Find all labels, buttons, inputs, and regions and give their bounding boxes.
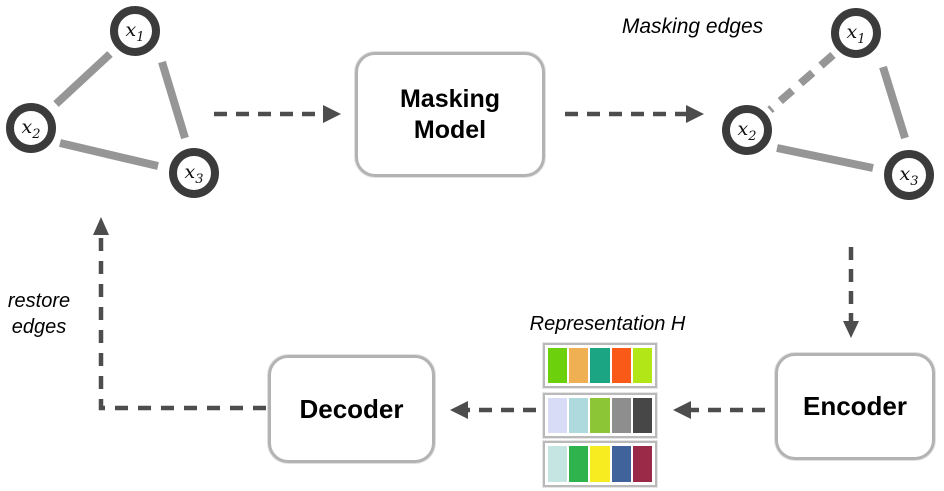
representation-row — [543, 441, 657, 487]
masked-node-x1 — [831, 8, 881, 58]
masked-edge-x1-x2-dashed — [767, 51, 836, 114]
arrowhead-down — [843, 321, 859, 338]
representation-cell — [590, 348, 610, 383]
decoder-box: Decoder — [268, 355, 435, 463]
representation-cell — [632, 398, 653, 433]
representation-cell — [569, 398, 589, 433]
representation-cell — [590, 446, 610, 482]
edge-x1-x3 — [158, 60, 189, 140]
masked-node-label-x3: x3 — [899, 163, 919, 188]
input-node-label-x1: x1 — [125, 19, 145, 44]
node-label-base: x — [125, 19, 137, 42]
representation-row — [543, 343, 657, 388]
representation-cell — [548, 398, 568, 433]
input-graph-edges — [53, 51, 189, 170]
arrow-decoder-to-input-path — [98, 234, 266, 411]
input-node-label-x2: x2 — [21, 116, 41, 141]
arrowhead-up — [93, 217, 109, 235]
representation-title: Representation H — [529, 313, 686, 335]
input-node-x3 — [169, 148, 219, 198]
edge-x1-x3 — [879, 65, 909, 140]
node-label-sub: 2 — [32, 126, 41, 142]
representation-cell — [611, 398, 631, 433]
node-label-base: x — [846, 21, 858, 44]
input-node-x1 — [110, 6, 160, 56]
representation-cell — [569, 446, 589, 482]
node-label-base: x — [737, 118, 749, 141]
masking-edges-label: Masking edges — [621, 15, 764, 38]
input-node-label-x3: x3 — [184, 161, 204, 186]
representation-row — [543, 393, 657, 438]
edge-x1-x2 — [53, 51, 113, 107]
masked-node-x2 — [722, 105, 772, 155]
node-label-base: x — [899, 163, 911, 186]
arrowhead-left — [450, 401, 468, 419]
arrowhead-right — [686, 105, 704, 123]
node-label-sub: 1 — [136, 29, 145, 45]
node-label-sub: 3 — [910, 173, 919, 189]
masked-node-label-x1: x1 — [846, 21, 866, 46]
flow-arrows — [98, 111, 854, 413]
representation-cell — [632, 348, 653, 383]
arrowhead-right — [323, 105, 341, 123]
representation-cell — [611, 446, 631, 482]
node-label-sub: 3 — [195, 171, 204, 187]
encoder-box: Encoder — [775, 353, 935, 460]
masked-node-x3 — [884, 150, 934, 200]
node-label-sub: 1 — [857, 31, 866, 47]
masked-node-label-x2: x2 — [737, 118, 757, 143]
representation-cell — [590, 398, 610, 433]
node-label-base: x — [184, 161, 196, 184]
input-node-x2 — [6, 103, 56, 153]
representation-cell — [611, 348, 631, 383]
representation-cell — [548, 446, 568, 482]
node-label-sub: 2 — [748, 128, 757, 144]
representation-cell — [569, 348, 589, 383]
masked-graph-edges — [767, 51, 909, 172]
arrowhead-left — [673, 401, 691, 419]
arrowheads — [93, 105, 859, 419]
representation-cell — [632, 446, 653, 482]
edge-x2-x3 — [59, 139, 159, 170]
masking-model-box: Masking Model — [355, 52, 545, 177]
representation-cell — [548, 348, 568, 383]
restore-edges-label: restore edges — [7, 290, 71, 338]
graph-nodes — [6, 6, 934, 200]
edge-x2-x3 — [776, 144, 874, 172]
node-label-base: x — [21, 116, 33, 139]
